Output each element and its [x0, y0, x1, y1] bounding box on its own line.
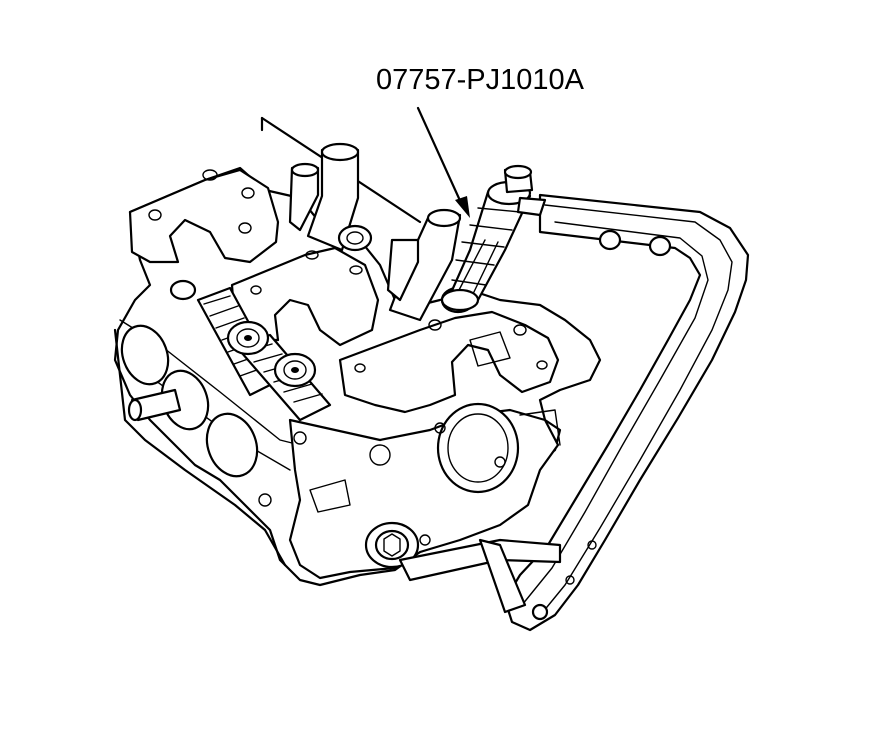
front-boss: [309, 479, 351, 513]
tool-lower-arm: [398, 538, 562, 582]
spark-plug-tube-1-top: [320, 142, 360, 162]
tool-pivot-hole: [531, 603, 549, 621]
spark-plug-tube-2-top: [290, 162, 320, 178]
valve-retainer-2: [273, 352, 317, 388]
bolt-hole: [513, 324, 527, 336]
label-leader-line: [416, 106, 464, 207]
cam-seal-bore-inner: [447, 413, 509, 483]
valve-retainer-1: [226, 320, 270, 356]
cam-cap-detail: [469, 331, 511, 367]
tool-frame: [503, 193, 750, 632]
cam-journal-left: [128, 168, 280, 264]
intake-port-1: [120, 324, 170, 386]
tool-adjust-knob-top: [503, 164, 533, 180]
bolt-hole: [202, 169, 218, 181]
bolt-hole: [250, 285, 262, 295]
cam-journal-right: [338, 310, 560, 414]
bolt-hole: [536, 360, 548, 370]
tool-lower-strut: [478, 538, 527, 614]
bolt-hole: [293, 431, 307, 445]
socket-bolt: [364, 521, 420, 569]
bolt-hole: [241, 187, 255, 199]
valve-retainer-3: [337, 224, 373, 252]
intake-face: [113, 328, 287, 567]
bolt-hole: [434, 422, 446, 434]
tool-compressor-arm-link: [516, 196, 547, 217]
bolt-hole: [349, 265, 363, 275]
bolt-hole: [305, 250, 319, 260]
part-number-label: 07757-PJ1010A: [376, 64, 584, 96]
bolt-hole: [494, 456, 506, 468]
spark-plug-tube-3-top: [426, 208, 462, 228]
bolt-hole: [238, 222, 252, 234]
bolt-hole: [258, 493, 272, 507]
tool-rivet: [565, 575, 575, 585]
bolt-hole: [148, 209, 162, 221]
tool-pivot-hole: [648, 235, 672, 257]
valve-spring-compressor-tool: [398, 164, 750, 632]
bolt-hole: [354, 363, 366, 373]
spark-plug-tube-4: [386, 238, 420, 302]
cam-seal-bore: [436, 402, 520, 494]
bolt-hole: [428, 319, 442, 331]
bolt-hole: [419, 534, 431, 546]
label-leader-arrowhead: [455, 196, 470, 218]
bolt-boss: [169, 279, 197, 301]
dowel-pin-end: [127, 398, 143, 422]
front-edge: [519, 409, 561, 446]
tool-pivot-hole: [598, 229, 622, 251]
tool-compressor-foot: [440, 288, 480, 312]
bolt-hole: [369, 444, 391, 466]
tool-rivet: [587, 540, 597, 550]
intake-port-3: [205, 412, 259, 478]
